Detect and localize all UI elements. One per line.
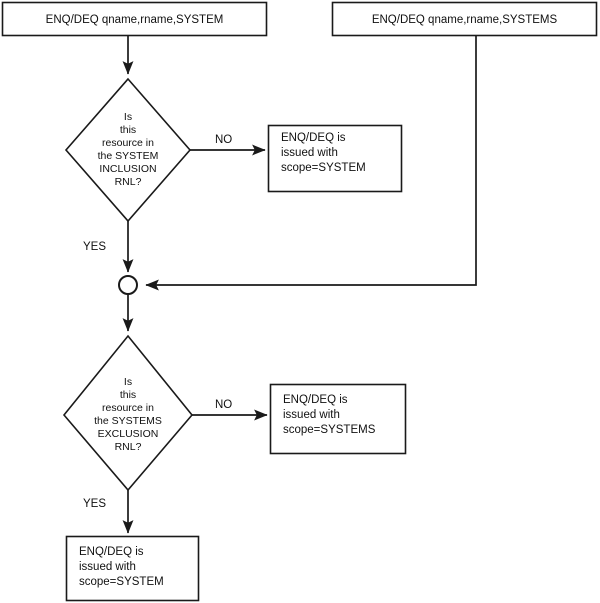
edge-label-yes-2: YES <box>83 498 106 510</box>
edge-start-systems-to-junction <box>145 36 477 291</box>
edge-label-yes-1: YES <box>83 241 106 253</box>
node-decision-exclusion[interactable]: Is this resource in the SYSTEMS EXCLUSIO… <box>62 334 194 492</box>
decision-inclusion-line-5: INCLUSION <box>99 163 156 175</box>
result-final-line-1: ENQ/DEQ is <box>79 546 144 558</box>
decision-exclusion-line-4: the SYSTEMS <box>94 415 162 427</box>
result-exclusion-no-box <box>269 383 407 455</box>
decision-inclusion-line-1: Is <box>124 111 132 123</box>
node-result-exclusion-no[interactable]: ENQ/DEQ is issued with scope=SYSTEMS <box>269 383 407 455</box>
decision-inclusion-line-3: resource in <box>102 137 154 149</box>
start-system-label: ENQ/DEQ qname,rname,SYSTEM <box>46 14 224 26</box>
decision-exclusion-line-2: this <box>120 389 136 401</box>
node-decision-inclusion[interactable]: Is this resource in the SYSTEM INCLUSION… <box>64 77 192 223</box>
decision-inclusion-line-6: RNL? <box>115 176 142 188</box>
node-result-inclusion-no[interactable]: ENQ/DEQ is issued with scope=SYSTEM <box>267 124 403 193</box>
node-result-final[interactable]: ENQ/DEQ is issued with scope=SYSTEM <box>65 535 200 602</box>
node-start-system[interactable]: ENQ/DEQ qname,rname,SYSTEM <box>1 1 268 37</box>
result-inclusion-no-box <box>267 124 403 193</box>
result-inclusion-no-line-1: ENQ/DEQ is <box>281 132 346 144</box>
merge-junction-circle[interactable] <box>118 275 138 295</box>
result-exclusion-no-line-3: scope=SYSTEMS <box>283 424 376 436</box>
decision-inclusion-line-2: this <box>120 124 136 136</box>
start-systems-box <box>331 1 598 37</box>
result-exclusion-no-line-2: issued with <box>283 409 340 421</box>
start-system-box <box>1 1 268 37</box>
result-exclusion-no-line-1: ENQ/DEQ is <box>283 394 348 406</box>
edge-label-no-2: NO <box>215 399 232 411</box>
decision-exclusion-line-5: EXCLUSION <box>98 428 159 440</box>
decision-exclusion-line-3: resource in <box>102 402 154 414</box>
result-final-line-2: issued with <box>79 561 136 573</box>
edge-label-no-1: NO <box>215 134 232 146</box>
start-systems-label: ENQ/DEQ qname,rname,SYSTEMS <box>372 14 558 26</box>
decision-inclusion-line-4: the SYSTEM <box>98 150 159 162</box>
result-inclusion-no-line-2: issued with <box>281 147 338 159</box>
result-inclusion-no-line-3: scope=SYSTEM <box>281 162 366 174</box>
node-start-systems[interactable]: ENQ/DEQ qname,rname,SYSTEMS <box>331 1 598 37</box>
decision-exclusion-line-1: Is <box>124 376 132 388</box>
decision-exclusion-line-6: RNL? <box>115 441 142 453</box>
result-final-line-3: scope=SYSTEM <box>79 576 164 588</box>
result-final-box <box>65 535 200 602</box>
